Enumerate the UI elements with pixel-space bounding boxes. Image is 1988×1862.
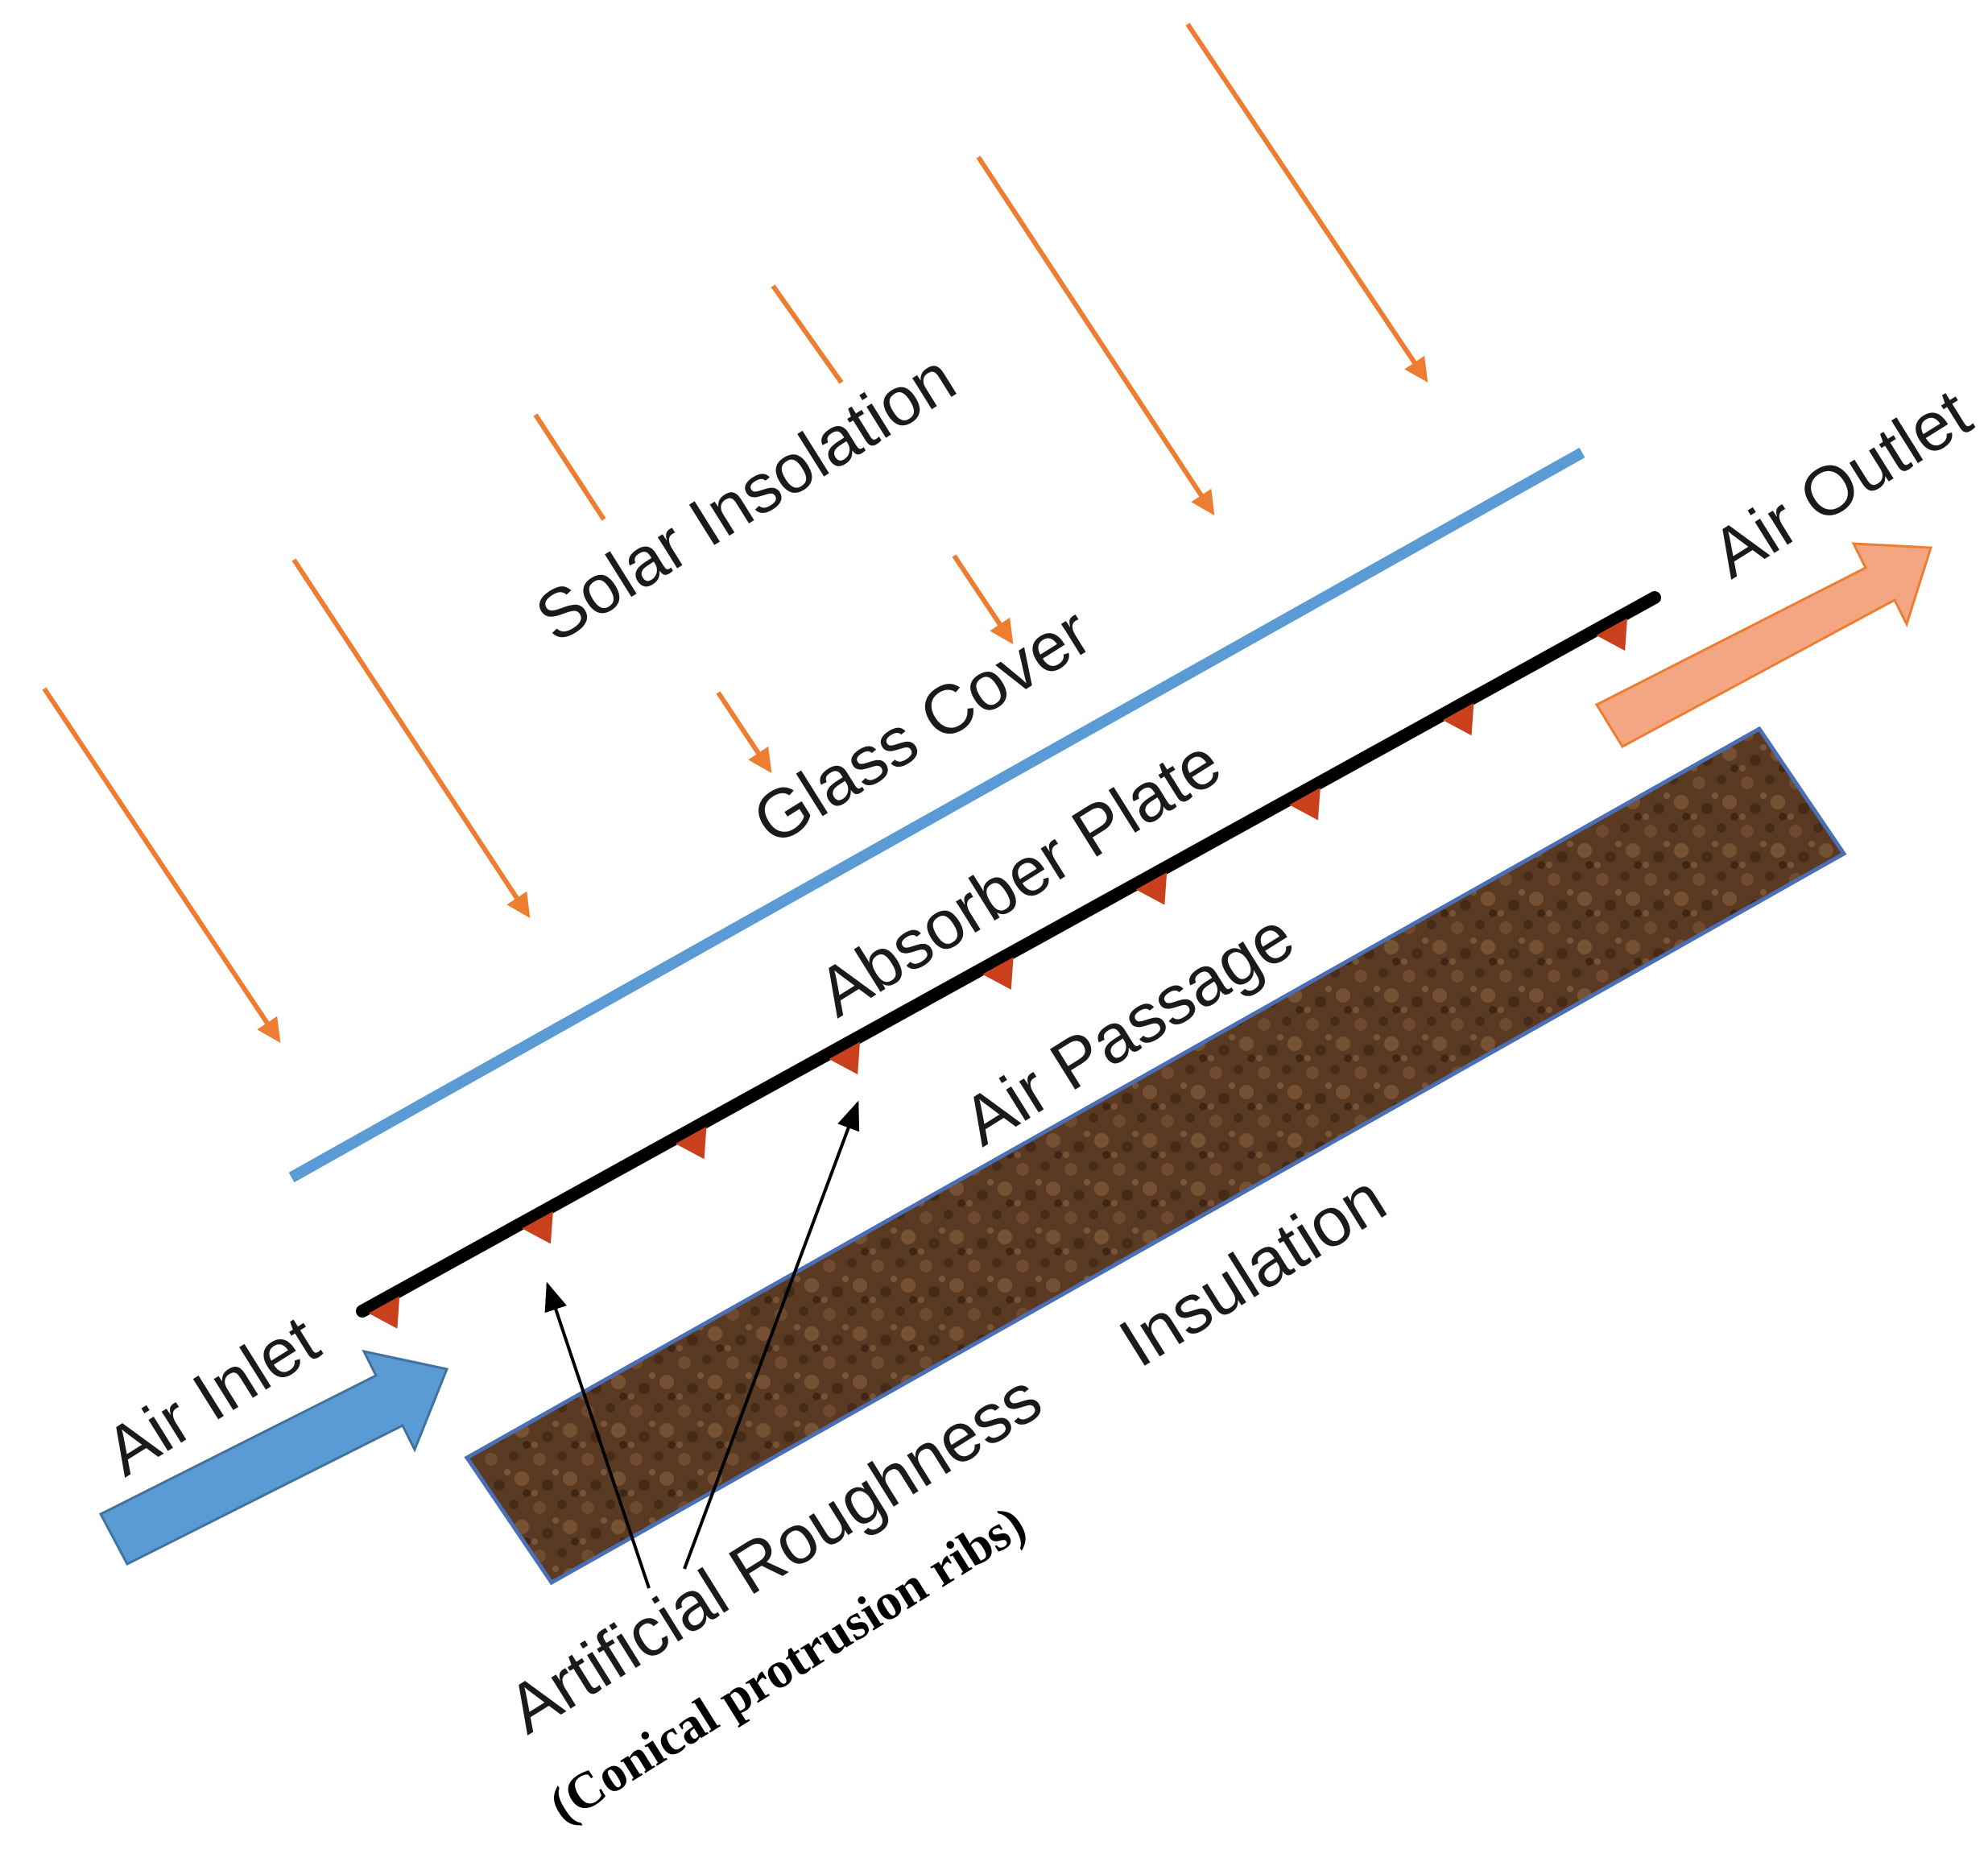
roughness-pointer-arrow: [683, 1100, 860, 1570]
conical-rib-icon: [982, 957, 1014, 990]
glass-cover-line: [288, 447, 1585, 1183]
conical-rib-icon: [1135, 872, 1168, 905]
air-outlet-arrow-icon: [1594, 542, 1933, 748]
sun-ray-arrow-icon: [952, 554, 1014, 644]
roughness-pointer-arrow: [544, 1281, 651, 1589]
conical-rib-icon: [675, 1126, 707, 1160]
solar-rays: [42, 23, 1428, 1043]
rib-group: [368, 618, 1627, 1329]
sun-ray-arrow-icon: [42, 687, 281, 1043]
conical-rib-icon: [522, 1211, 553, 1244]
sun-ray-arrow-icon: [716, 691, 772, 774]
conical-rib-icon: [1442, 702, 1474, 736]
sun-ray-line: [771, 284, 844, 384]
absorber-plate-line: [356, 591, 1661, 1318]
sun-ray-arrow-icon: [1185, 23, 1428, 383]
conical-rib-icon: [829, 1041, 861, 1075]
sun-ray-arrow-icon: [291, 558, 531, 919]
conical-rib-icon: [1596, 618, 1627, 652]
sun-ray-line: [533, 413, 606, 521]
sun-ray-arrow-icon: [976, 155, 1215, 516]
conical-rib-icon: [368, 1296, 400, 1329]
conical-rib-icon: [1289, 788, 1321, 821]
air-inlet-arrow-icon: [98, 1349, 449, 1566]
air-outlet-label: Air Outlet: [1698, 374, 1984, 593]
insulation-block: [464, 726, 1847, 1586]
